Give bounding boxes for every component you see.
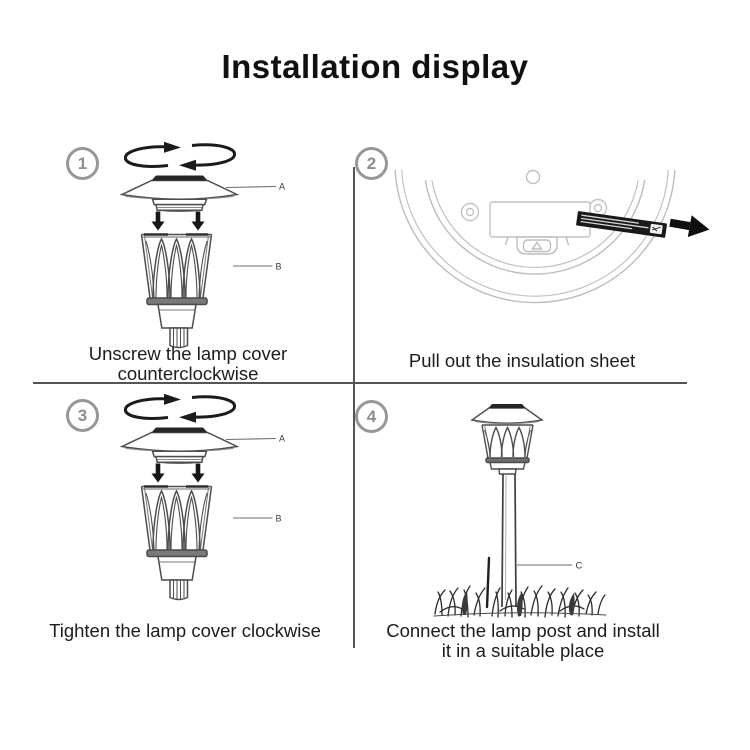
insulation-sheet-tab	[576, 211, 667, 238]
grass-drawing	[433, 556, 607, 618]
assembled-lamp-drawing	[470, 404, 544, 608]
rotation-direction-arrows-icon	[124, 141, 236, 171]
step-3-number-badge: 3	[66, 399, 99, 432]
step-2-caption: Pull out the insulation sheet	[372, 351, 672, 371]
lamp-cover-drawing	[119, 175, 240, 212]
lamp-post	[501, 473, 504, 608]
step-4-number-badge: 4	[355, 400, 388, 433]
step-1-number-badge: 1	[66, 147, 99, 180]
grid-divider-vertical	[353, 167, 355, 648]
screw-hole-left	[460, 202, 480, 222]
step-3-caption-line-1: Tighten the lamp cover clockwise	[49, 620, 321, 641]
rotation-direction-arrows-icon	[124, 393, 236, 423]
step-1-caption-line-2: counterclockwise	[117, 362, 259, 384]
pull-out-arrow-icon	[669, 215, 710, 237]
latch-clip	[504, 236, 570, 255]
step-2-caption-line-1: Pull out the insulation sheet	[408, 350, 636, 371]
step-1-caption-line-1: Unscrew the lamp cover	[88, 343, 288, 364]
part-label-a: A	[279, 182, 285, 192]
page-title: Installation display	[221, 48, 529, 85]
part-label-a: A	[279, 434, 285, 444]
battery-compartment	[489, 201, 591, 238]
step-1-caption: Unscrew the lamp cover counterclockwise	[38, 344, 338, 383]
part-label-b: B	[276, 514, 282, 524]
part-label-b: B	[276, 262, 282, 272]
lamp-cover-drawing	[119, 427, 240, 464]
step-4-caption: Connect the lamp post and install it in …	[368, 621, 678, 660]
move-down-arrow-icon	[151, 463, 205, 483]
step-1-diagram: A B	[119, 141, 285, 349]
lamp-body-drawing	[140, 233, 213, 349]
label-line-a	[225, 185, 277, 189]
label-line-a	[225, 437, 277, 441]
lamp-base-bottom-drawing	[394, 169, 676, 304]
step-2-diagram	[394, 169, 710, 304]
step-4-caption-line-2: it in a suitable place	[441, 639, 605, 661]
step-3-caption: Tighten the lamp cover clockwise	[25, 621, 345, 641]
part-label-c: C	[576, 561, 583, 572]
lamp-body-drawing	[140, 485, 213, 601]
step-4-caption-line-1: Connect the lamp post and install	[386, 620, 660, 641]
grid-divider-horizontal	[33, 382, 687, 384]
step-3-diagram: A B	[119, 393, 285, 601]
step-4-diagram: C	[433, 404, 607, 618]
step-2-number-badge: 2	[355, 147, 388, 180]
move-down-arrow-icon	[151, 211, 205, 231]
